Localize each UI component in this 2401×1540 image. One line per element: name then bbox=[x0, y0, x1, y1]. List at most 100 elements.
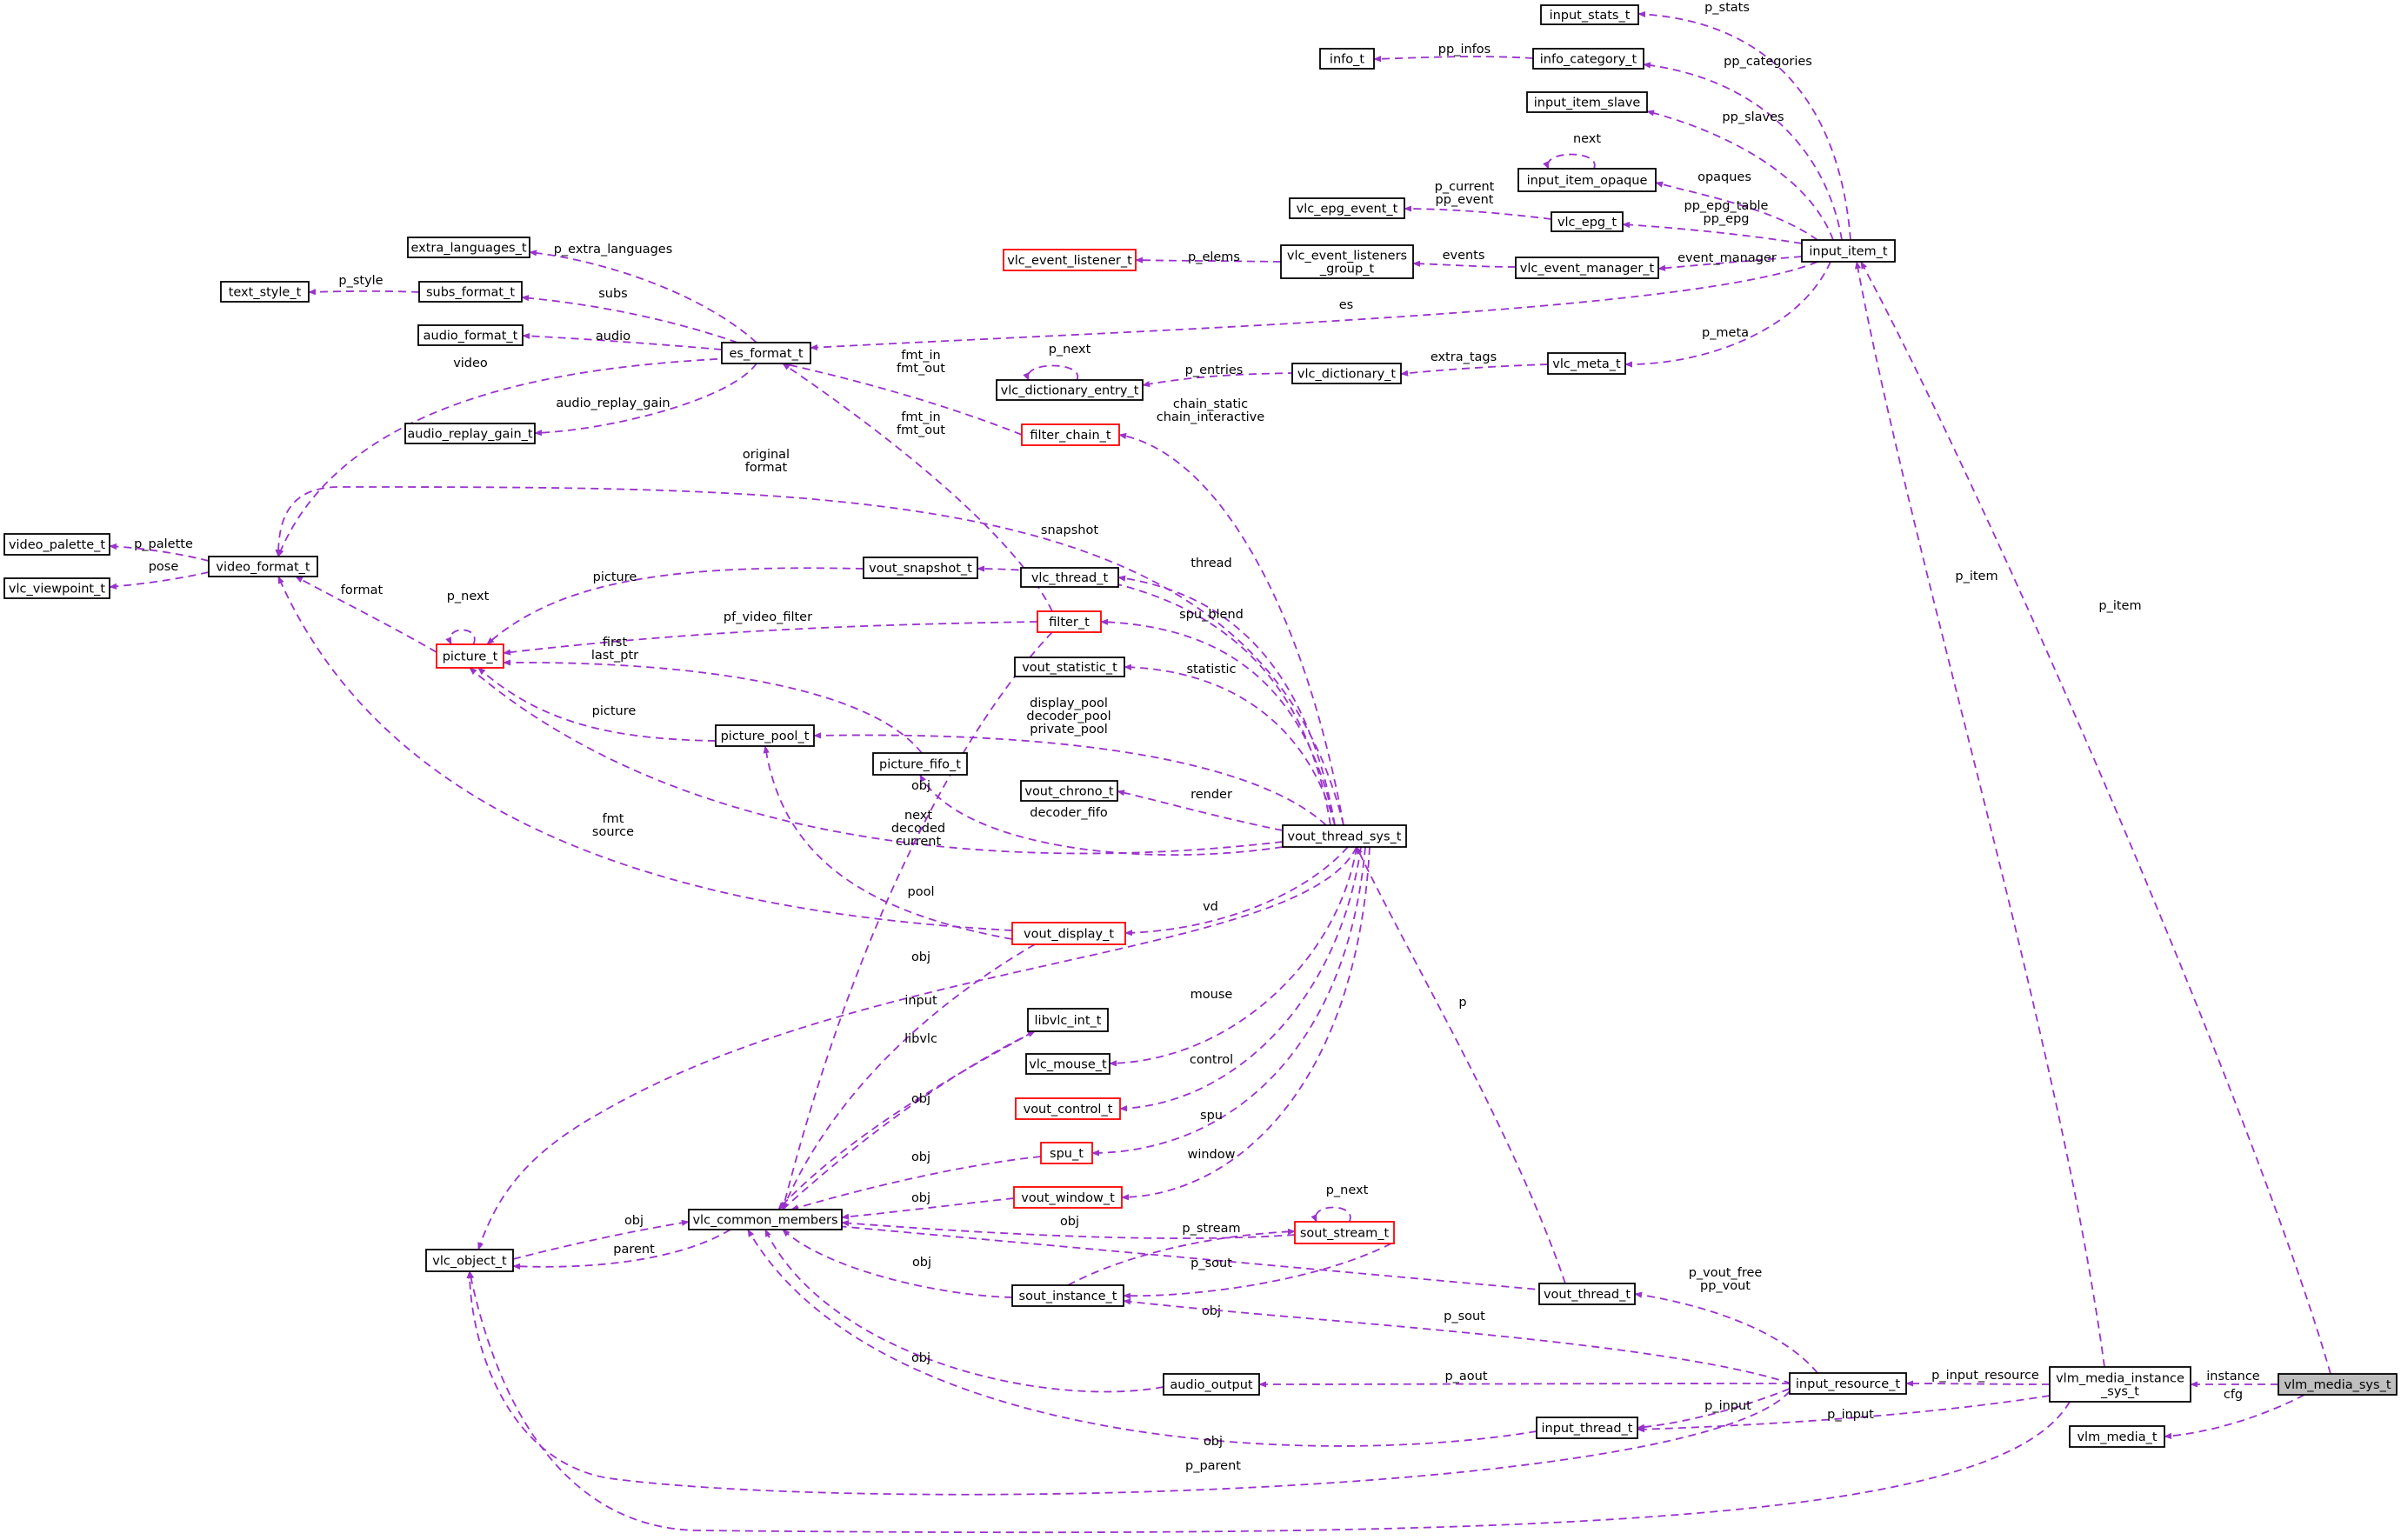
node-input-stats-t[interactable]: input_stats_t bbox=[1540, 4, 1639, 25]
edge-line bbox=[1643, 62, 1843, 241]
edge-audio-output-to-vlc-common-members: obj bbox=[764, 1229, 1164, 1393]
edge-line bbox=[1854, 261, 2105, 1368]
node-vout-snapshot-t[interactable]: vout_snapshot_t bbox=[863, 557, 978, 579]
node-label: vout_window_t bbox=[1021, 1191, 1115, 1205]
node-label: vout_display_t bbox=[1024, 928, 1114, 942]
node-vout-chrono-t[interactable]: vout_chrono_t bbox=[1020, 780, 1118, 802]
node-video-format-t[interactable]: video_format_t bbox=[208, 556, 318, 577]
node-vlc-viewpoint-t[interactable]: vlc_viewpoint_t bbox=[3, 577, 110, 599]
node-spu-t[interactable]: spu_t bbox=[1040, 1142, 1093, 1164]
edge-input-item-t-to-input-stats-t: p_stats bbox=[1637, 1, 1851, 241]
edge-label: vd bbox=[1203, 900, 1218, 914]
node-input-item-t[interactable]: input_item_t bbox=[1801, 239, 1896, 263]
edge-line bbox=[522, 332, 723, 350]
edge-input-item-t-to-input-item-opaque: opaques bbox=[1655, 170, 1818, 241]
edge-line bbox=[2164, 1394, 2305, 1439]
node-box bbox=[1282, 824, 1407, 848]
node-sout-stream-t[interactable]: sout_stream_t bbox=[1294, 1221, 1395, 1244]
node-vout-statistic-t[interactable]: vout_statistic_t bbox=[1014, 657, 1125, 677]
node-vlc-common-members[interactable]: vlc_common_members bbox=[688, 1209, 843, 1230]
node-box bbox=[1163, 1373, 1260, 1396]
edge-label: p_input_resource bbox=[1931, 1369, 2039, 1383]
node-box bbox=[1015, 1097, 1121, 1120]
edge-label: cfg bbox=[2224, 1388, 2243, 1402]
edge-label: obj bbox=[624, 1214, 644, 1228]
edge-line bbox=[747, 1229, 1537, 1447]
node-input-resource-t[interactable]: input_resource_t bbox=[1789, 1372, 1907, 1395]
edge-filter-t-to-picture-t: pf_video_filter bbox=[503, 610, 1038, 656]
node-vout-thread-t[interactable]: vout_thread_t bbox=[1538, 1283, 1636, 1305]
node-picture-fifo-t[interactable]: picture_fifo_t bbox=[872, 752, 968, 776]
node-input-item-opaque[interactable]: input_item_opaque bbox=[1517, 168, 1657, 192]
node-label: vlc_meta_t bbox=[1552, 357, 1621, 371]
node-info-t[interactable]: info_t bbox=[1319, 48, 1375, 70]
node-info-category-t[interactable]: info_category_t bbox=[1532, 48, 1644, 70]
node-vout-thread-sys-t[interactable]: vout_thread_sys_t bbox=[1282, 824, 1407, 848]
node-label: picture_t bbox=[443, 650, 498, 664]
node-label: filter_chain_t bbox=[1030, 429, 1110, 443]
node-video-palette-t[interactable]: video_palette_t bbox=[3, 533, 110, 556]
node-vout-window-t[interactable]: vout_window_t bbox=[1013, 1186, 1123, 1209]
node-vlm-media-instance-sys-t[interactable]: vlm_media_instance_sys_t bbox=[2049, 1366, 2191, 1403]
node-filter-t[interactable]: filter_t bbox=[1037, 610, 1102, 633]
node-box bbox=[404, 423, 536, 444]
edge-label: p_input bbox=[1827, 1408, 1874, 1422]
edge-vlc-meta-t-to-vlc-dictionary-t: extra_tags bbox=[1400, 350, 1549, 377]
edge-line bbox=[469, 667, 1284, 855]
edge-vlc-common-members-to-libvlc-int-t: libvlc bbox=[782, 1030, 1036, 1210]
node-box bbox=[715, 724, 815, 747]
node-filter-chain-t[interactable]: filter_chain_t bbox=[1021, 423, 1120, 446]
node-vlc-epg-event-t[interactable]: vlc_epg_event_t bbox=[1289, 197, 1405, 219]
edge-vout-thread-t-to-vout-thread-sys-t: p bbox=[1356, 846, 1566, 1284]
nodes-layer: input_stats_t info_t info_category_t input_… bbox=[3, 4, 2398, 1448]
node-vlm-media-t[interactable]: vlm_media_t bbox=[2069, 1425, 2165, 1448]
node-vlc-dictionary-t[interactable]: vlc_dictionary_t bbox=[1291, 363, 1402, 384]
node-vlc-object-t[interactable]: vlc_object_t bbox=[425, 1249, 514, 1272]
edge-line bbox=[782, 943, 1036, 1210]
node-box bbox=[1526, 91, 1648, 113]
node-libvlc-int-t[interactable]: libvlc_int_t bbox=[1027, 1008, 1109, 1032]
node-audio-format-t[interactable]: audio_format_t bbox=[417, 324, 524, 346]
node-label: picture_pool_t bbox=[721, 730, 810, 743]
node-label: video_palette_t bbox=[9, 538, 105, 552]
node-vlc-dictionary-entry-t[interactable]: vlc_dictionary_entry_t bbox=[996, 379, 1144, 401]
node-extra-languages-t[interactable]: extra_languages_t bbox=[407, 237, 530, 258]
node-text-style-t[interactable]: text_style_t bbox=[220, 281, 310, 303]
node-vlc-meta-t[interactable]: vlc_meta_t bbox=[1547, 352, 1626, 375]
node-vlc-event-listeners-group-t[interactable]: vlc_event_listeners_group_t bbox=[1280, 244, 1414, 279]
node-vlc-epg-t[interactable]: vlc_epg_t bbox=[1551, 211, 1624, 232]
node-label: vlm_media_sys_t bbox=[2284, 1378, 2391, 1392]
edge-vout-thread-sys-t-to-spu-t: spu bbox=[1091, 846, 1366, 1157]
node-sout-instance-t[interactable]: sout_instance_t bbox=[1011, 1284, 1124, 1307]
node-input-thread-t[interactable]: input_thread_t bbox=[1536, 1417, 1638, 1439]
edge-label: p_next bbox=[1049, 343, 1091, 357]
node-subs-format-t[interactable]: subs_format_t bbox=[418, 281, 523, 303]
node-vlc-thread-t[interactable]: vlc_thread_t bbox=[1020, 567, 1119, 588]
edge-line bbox=[782, 362, 1023, 436]
node-box bbox=[1027, 1008, 1109, 1032]
node-vout-display-t[interactable]: vout_display_t bbox=[1011, 922, 1126, 945]
node-vlc-mouse-t[interactable]: vlc_mouse_t bbox=[1025, 1053, 1110, 1075]
node-label: vout_thread_sys_t bbox=[1288, 830, 1402, 844]
edge-label: extra_tags bbox=[1431, 350, 1497, 364]
edge-label: obj bbox=[911, 1092, 930, 1106]
node-vout-control-t[interactable]: vout_control_t bbox=[1015, 1097, 1121, 1120]
node-vlc-event-manager-t[interactable]: vlc_event_manager_t bbox=[1515, 257, 1659, 279]
node-vlm-media-sys-t[interactable]: vlm_media_sys_t bbox=[2278, 1373, 2398, 1396]
edge-line bbox=[534, 363, 757, 437]
edge-label: p_input bbox=[1704, 1399, 1751, 1413]
node-audio-output[interactable]: audio_output bbox=[1163, 1373, 1260, 1396]
node-input-item-slave[interactable]: input_item_slave bbox=[1526, 91, 1648, 113]
node-picture-pool-t[interactable]: picture_pool_t bbox=[715, 724, 815, 747]
edge-label: obj bbox=[911, 779, 930, 793]
edge-label: p_next bbox=[1326, 1183, 1369, 1197]
edge-line bbox=[1624, 261, 1831, 368]
node-box bbox=[1540, 4, 1639, 25]
node-es-format-t[interactable]: es_format_t bbox=[721, 342, 811, 364]
node-audio-replay-gain-t[interactable]: audio_replay_gain_t bbox=[404, 423, 536, 444]
edge-label: window bbox=[1187, 1148, 1235, 1162]
node-vlc-event-listener-t[interactable]: vlc_event_listener_t bbox=[1003, 249, 1137, 271]
node-picture-t[interactable]: picture_t bbox=[436, 643, 504, 669]
